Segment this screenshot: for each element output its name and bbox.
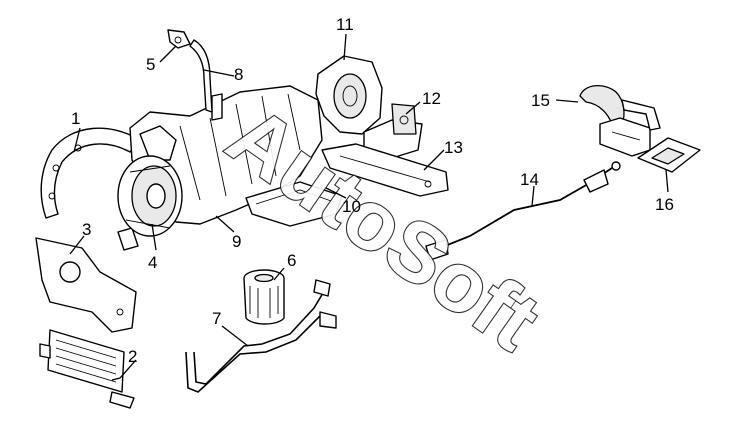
part-3-gasket-plate xyxy=(35,237,137,333)
part-7-cooler-pipes xyxy=(185,279,337,393)
callout-2: 2 xyxy=(128,347,137,366)
part-10-oil-pan xyxy=(245,181,343,227)
callout-8: 8 xyxy=(234,65,243,84)
callout-7: 7 xyxy=(212,309,221,328)
callouts: 1 2 3 4 5 6 7 8 9 10 11 12 13 14 15 16 xyxy=(71,15,674,366)
callout-16: 16 xyxy=(655,195,674,214)
part-13-crossmember xyxy=(321,143,449,197)
callout-12: 12 xyxy=(422,89,441,108)
callout-3: 3 xyxy=(82,220,91,239)
callout-11: 11 xyxy=(336,15,354,34)
part-5-breather-elbow xyxy=(167,29,191,49)
part-2-oil-cooler xyxy=(39,329,135,409)
leader-lines xyxy=(69,33,669,381)
part-8-breather-pipe xyxy=(189,39,213,113)
part-4-torque-converter xyxy=(117,155,183,237)
callout-4: 4 xyxy=(148,253,157,272)
callout-10: 10 xyxy=(342,197,361,216)
callout-5: 5 xyxy=(146,55,155,74)
callout-1: 1 xyxy=(71,109,80,128)
part-16-shifter-gasket xyxy=(637,137,701,173)
callout-13: 13 xyxy=(444,138,463,157)
callout-15: 15 xyxy=(531,91,550,110)
part-11-extension-housing xyxy=(315,55,383,135)
part-14-selector-cable xyxy=(425,161,621,261)
callout-6: 6 xyxy=(287,251,296,270)
callout-14: 14 xyxy=(520,170,539,189)
part-15-gear-lever xyxy=(579,85,661,157)
callout-9: 9 xyxy=(232,232,241,251)
part-1-adapter-plate xyxy=(40,127,141,251)
part-6-oil-filter xyxy=(243,269,285,325)
